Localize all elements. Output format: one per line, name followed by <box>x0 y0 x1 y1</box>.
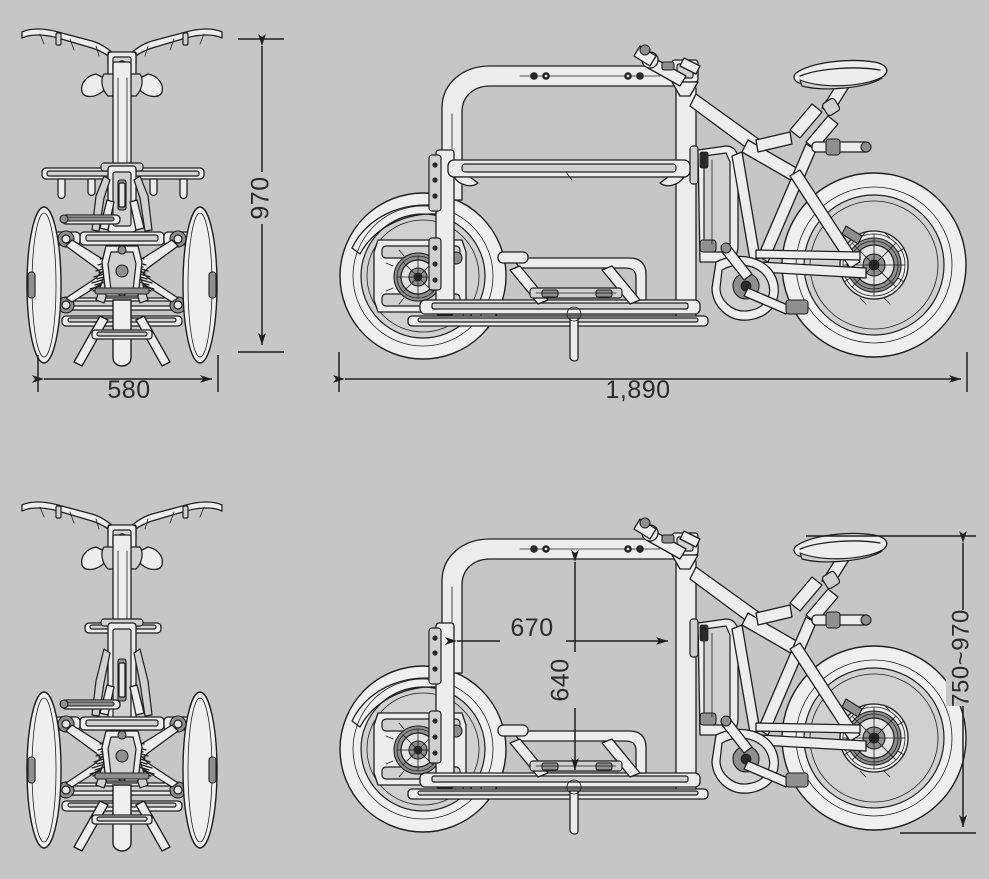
main-frame-upper <box>689 59 888 279</box>
overall-height-dimension: 970 <box>238 34 284 353</box>
battery-pack-upper <box>697 145 739 263</box>
battery-pack-lower <box>697 618 739 736</box>
overall-width-value: 580 <box>107 376 150 404</box>
front-wheel-right <box>182 206 218 364</box>
cargo-floor-lower <box>407 724 709 835</box>
cargo-bay-length-dimension: 670 <box>445 614 668 645</box>
front-hardware-detail <box>91 287 153 340</box>
saddle-height-range-dimension: 750~970 <box>806 531 978 834</box>
overall-length-value: 1,890 <box>605 376 670 404</box>
mid-drive-motor-upper <box>711 242 809 321</box>
front-wheel-side-lower <box>339 665 507 833</box>
main-frame-lower <box>689 532 888 752</box>
side-view-lower <box>339 517 967 835</box>
saddle-height-range-value: 750~970 <box>947 609 974 707</box>
cargo-bay-height-dimension: 640 <box>547 550 579 770</box>
steerer-column-front <box>112 61 132 175</box>
front-wheel-left-lower <box>26 691 62 849</box>
front-wheel-right-lower <box>182 691 218 849</box>
steering-head-side-lower <box>633 517 701 570</box>
cargo-bay-length-value: 670 <box>510 614 553 642</box>
head-tube-front-lower <box>107 622 137 732</box>
cargo-floor-upper <box>407 251 709 362</box>
chainstays-front-lower <box>73 800 171 852</box>
overall-length-dimension: 1,890 <box>333 352 968 407</box>
steering-linkage-front <box>59 214 121 225</box>
steering-head-side-upper <box>633 44 701 97</box>
front-view-upper <box>21 28 223 367</box>
chainstays-front <box>73 315 171 367</box>
handlebar-front <box>21 28 223 66</box>
front-wheel-side-upper <box>339 192 507 360</box>
side-view-upper <box>339 44 967 362</box>
mid-drive-motor-lower <box>711 715 809 794</box>
front-view-lower <box>21 501 223 852</box>
overall-width-dimension: 580 <box>32 355 219 407</box>
overall-height-value: 970 <box>247 176 275 219</box>
front-wheel-left <box>26 206 62 364</box>
cargo-bay-height-value: 640 <box>547 658 575 701</box>
front-hardware-detail-lower <box>91 772 153 825</box>
steering-linkage-front-lower <box>59 699 121 710</box>
